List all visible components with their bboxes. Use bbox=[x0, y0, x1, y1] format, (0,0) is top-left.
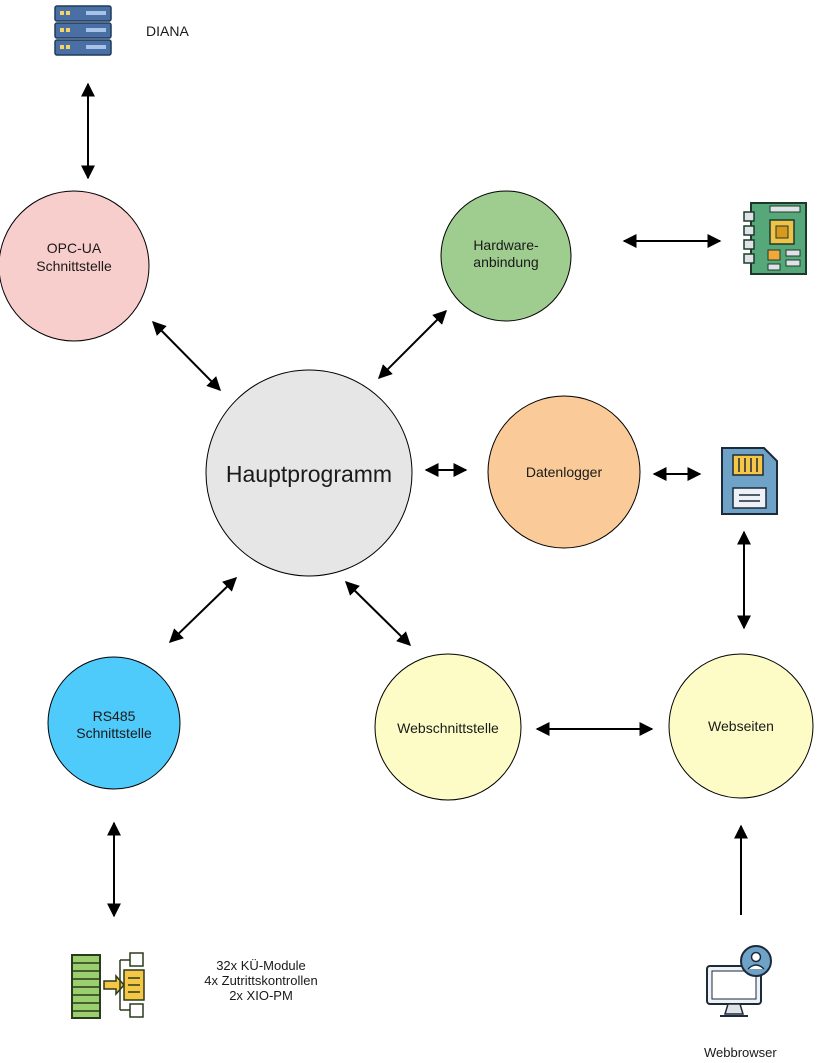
diana-label: DIANA bbox=[146, 23, 189, 39]
arrow-main-webinterface bbox=[345, 581, 411, 646]
monitor-user-icon bbox=[706, 945, 772, 1017]
webbrowser-label: Webbrowser bbox=[704, 1045, 777, 1060]
main-label: Hauptprogramm bbox=[226, 461, 392, 487]
modules-line-2: 4x Zutrittskontrollen bbox=[204, 973, 318, 988]
datalogger-label: Datenlogger bbox=[526, 464, 603, 480]
main-node bbox=[205, 369, 413, 577]
opcua-label-line2: Schnittstelle bbox=[36, 258, 112, 274]
arrow-main-rs485 bbox=[168, 577, 238, 643]
rs485-label-line1: RS485 bbox=[93, 708, 136, 724]
hardware-label-line1: Hardware- bbox=[473, 237, 539, 253]
rs485-label-line2: Schnittstelle bbox=[76, 725, 152, 741]
webpages-node bbox=[668, 653, 814, 799]
webinterface-label: Webschnittstelle bbox=[397, 720, 499, 736]
modules-list: 32x KÜ-Module 4x Zutrittskontrollen 2x X… bbox=[186, 958, 336, 1003]
sd-card-icon bbox=[721, 447, 778, 515]
opcua-label-line1: OPC-UA bbox=[47, 240, 102, 256]
hardware-node bbox=[440, 190, 572, 322]
webinterface-node bbox=[374, 653, 522, 801]
motherboard-icon bbox=[743, 202, 807, 275]
server-rack-icon bbox=[54, 5, 112, 56]
webpages-label: Webseiten bbox=[708, 718, 774, 734]
modules-line-1: 32x KÜ-Module bbox=[216, 958, 306, 973]
datalogger-node bbox=[487, 395, 641, 549]
opcua-node bbox=[0, 190, 150, 342]
arrow-opcua-main bbox=[152, 321, 221, 391]
modules-line-3: 2x XIO-PM bbox=[229, 988, 293, 1003]
hardware-label-line2: anbindung bbox=[473, 254, 538, 270]
network-modules-icon bbox=[71, 952, 145, 1019]
rs485-node bbox=[47, 656, 181, 790]
arrow-hardware-main bbox=[378, 310, 447, 379]
